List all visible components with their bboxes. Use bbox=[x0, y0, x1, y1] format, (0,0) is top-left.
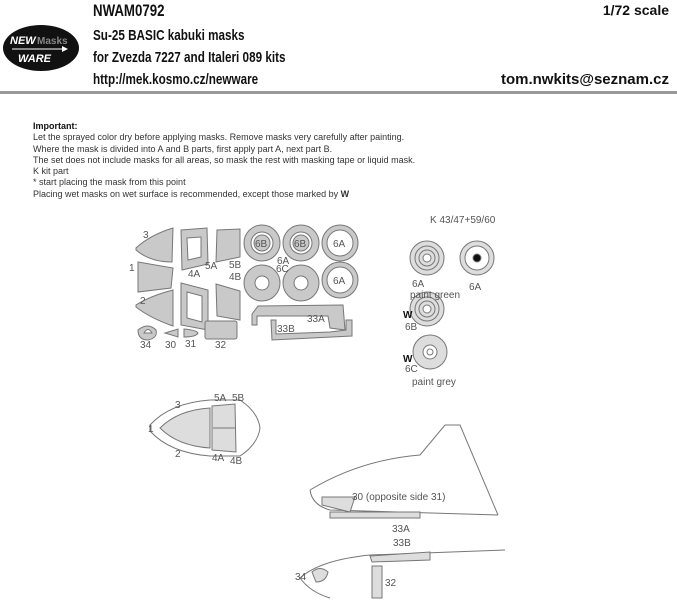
label-1: 1 bbox=[129, 263, 135, 274]
instruction-line: K kit part bbox=[33, 166, 69, 177]
label-6b: 6B bbox=[405, 322, 418, 333]
email: tom.nwkits@seznam.cz bbox=[500, 71, 669, 88]
wheel-6b-1 bbox=[243, 224, 281, 262]
label-1: 1 bbox=[148, 424, 154, 435]
wheel-6a-2 bbox=[321, 261, 359, 299]
label-34: 34 bbox=[295, 572, 307, 583]
label-5a: 5A bbox=[214, 393, 227, 404]
label-2: 2 bbox=[175, 449, 181, 460]
kit-wheel-6c bbox=[412, 334, 448, 370]
wheel-6c-2 bbox=[282, 264, 320, 302]
mask-34-hole bbox=[143, 329, 153, 334]
instruction-line: * start placing the mask from this point bbox=[33, 177, 186, 188]
instruction-line: Where the mask is divided into A and B p… bbox=[33, 143, 333, 154]
label-6a: 6A bbox=[277, 256, 290, 267]
w-mark: W bbox=[340, 188, 350, 199]
wheel-6b-2 bbox=[282, 224, 320, 262]
label-33b: 33B bbox=[393, 538, 411, 549]
mask-33a bbox=[251, 304, 346, 331]
wheel-6c-1 bbox=[243, 264, 281, 302]
paint-green-label: paint green bbox=[410, 290, 460, 301]
mask-5b bbox=[215, 228, 241, 263]
product-subtitle: for Zvezda 7227 and Italeri 089 kits bbox=[93, 49, 286, 66]
mask-31 bbox=[183, 328, 199, 338]
newware-logo: NEW Masks WARE bbox=[2, 24, 80, 72]
label-6a: 6A bbox=[412, 279, 425, 290]
mask-32 bbox=[204, 320, 238, 340]
fuselage-side-view bbox=[299, 549, 506, 599]
label-6a: 6A bbox=[333, 239, 346, 250]
kit-wheel-6a bbox=[459, 240, 495, 276]
label-5a: 5A bbox=[205, 261, 218, 272]
label-6c: 6C bbox=[405, 364, 418, 375]
svg-text:NEW: NEW bbox=[10, 35, 37, 47]
label-4b: 4B bbox=[229, 272, 242, 283]
w-mark: W bbox=[403, 310, 413, 321]
instruction-line: Placing wet masks on wet surface is reco… bbox=[33, 188, 350, 199]
label-2: 2 bbox=[140, 296, 146, 307]
paint-grey-label: paint grey bbox=[412, 377, 456, 388]
mask-30 bbox=[163, 328, 179, 338]
instructions-heading: Important: bbox=[33, 121, 78, 131]
canopy-top-view bbox=[149, 399, 261, 457]
label-33a: 33A bbox=[392, 524, 410, 535]
label-33b: 33B bbox=[277, 324, 295, 335]
label-30: 30 bbox=[165, 340, 177, 351]
svg-text:Masks: Masks bbox=[37, 36, 68, 47]
mask-5a-inner bbox=[186, 236, 202, 261]
label-4a: 4A bbox=[188, 269, 201, 280]
label-6c: 6C bbox=[276, 264, 289, 275]
scale-label: 1/72 scale bbox=[602, 2, 669, 18]
label-4b: 4B bbox=[230, 456, 243, 467]
kit-wheel-6a-green bbox=[409, 240, 445, 276]
kit-ref: K 43/47+59/60 bbox=[430, 215, 496, 226]
label-6b: 6B bbox=[255, 239, 268, 250]
label-6a: 6A bbox=[333, 276, 346, 287]
mask-33b bbox=[270, 319, 353, 341]
label-32: 32 bbox=[215, 340, 227, 351]
svg-text:WARE: WARE bbox=[18, 53, 52, 65]
website-url: http://mek.kosmo.cz/newware bbox=[93, 71, 259, 88]
label-5b: 5B bbox=[229, 260, 242, 271]
label-3: 3 bbox=[143, 230, 149, 241]
product-code: NWAM0792 bbox=[93, 1, 165, 20]
header-divider bbox=[0, 91, 677, 94]
mask-3 bbox=[135, 227, 174, 263]
mask-2 bbox=[135, 289, 174, 327]
label-31: 31 bbox=[185, 339, 197, 350]
label-33a: 33A bbox=[307, 314, 325, 325]
label-34: 34 bbox=[140, 340, 152, 351]
instruction-line: Let the sprayed color dry before applyin… bbox=[33, 132, 405, 143]
mask-4b bbox=[215, 283, 241, 321]
wheel-6a-1 bbox=[321, 224, 359, 262]
side-note: 30 (opposite side 31) bbox=[352, 492, 445, 503]
instruction-line: The set does not include masks for all a… bbox=[33, 154, 416, 165]
label-6b: 6B bbox=[294, 239, 307, 250]
kit-wheel-6b bbox=[409, 291, 445, 327]
mask-4a-inner bbox=[186, 291, 203, 323]
label-4a: 4A bbox=[212, 453, 225, 464]
label-5b: 5B bbox=[232, 393, 245, 404]
canopy-side-view bbox=[309, 424, 499, 519]
w-mark: W bbox=[403, 354, 413, 365]
label-6a: 6A bbox=[469, 282, 482, 293]
label-3: 3 bbox=[175, 400, 181, 411]
product-title: Su-25 BASIC kabuki masks bbox=[93, 27, 245, 44]
label-32: 32 bbox=[385, 578, 397, 589]
instructions: Important: Let the sprayed color dry bef… bbox=[33, 121, 415, 200]
mask-1 bbox=[137, 261, 174, 293]
